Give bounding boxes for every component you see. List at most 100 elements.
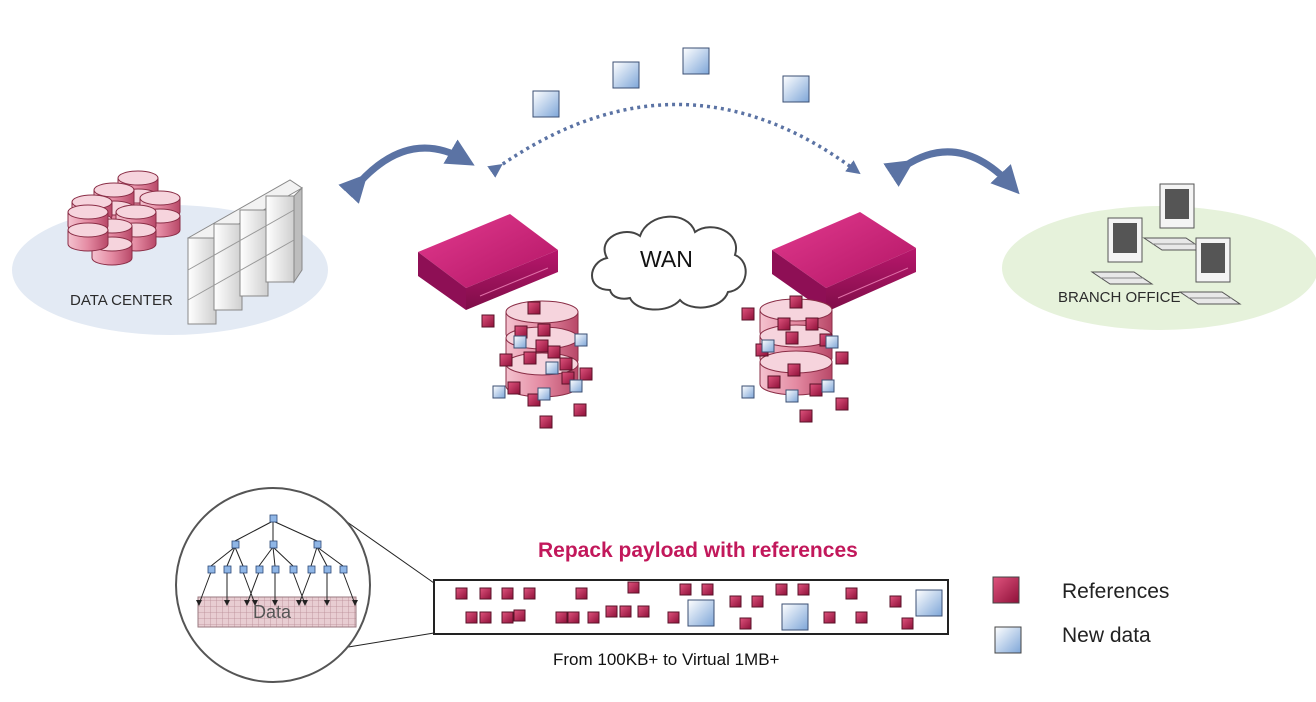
tree-node xyxy=(269,514,278,523)
new-data-block xyxy=(785,389,799,403)
new-data-block xyxy=(532,90,560,118)
reference-block xyxy=(767,375,781,389)
tree-edge xyxy=(272,546,276,567)
reference-block xyxy=(501,611,514,624)
tree-edge xyxy=(198,571,212,605)
new-data-block xyxy=(545,361,559,375)
tree-node xyxy=(239,565,248,574)
new-data-block xyxy=(761,339,775,353)
reference-block xyxy=(567,611,580,624)
tree-arrowhead xyxy=(296,600,302,606)
new-data-block xyxy=(492,385,506,399)
tree-edge xyxy=(316,546,344,567)
reference-block xyxy=(481,314,495,328)
reference-block xyxy=(805,317,819,331)
new-data-block xyxy=(741,385,755,399)
reference-tree xyxy=(196,514,358,606)
reference-block xyxy=(679,583,692,596)
tree-edge xyxy=(342,571,356,605)
legend-references-swatch xyxy=(992,576,1020,604)
reference-block xyxy=(799,409,813,423)
new-data-block xyxy=(682,47,710,75)
tree-node xyxy=(307,565,316,574)
new-data-block xyxy=(612,61,640,89)
reference-block xyxy=(701,583,714,596)
tree-node xyxy=(323,565,332,574)
dotted-wan-arc xyxy=(487,102,861,178)
reference-block xyxy=(637,605,650,618)
database-cylinder xyxy=(67,222,109,252)
reference-block xyxy=(845,587,858,600)
reference-block xyxy=(479,587,492,600)
tree-node xyxy=(255,565,264,574)
tree-edge xyxy=(234,520,274,542)
tree-edge xyxy=(272,546,294,567)
reference-block xyxy=(501,587,514,600)
reference-block xyxy=(741,307,755,321)
reference-block xyxy=(739,617,752,630)
data-label: Data xyxy=(253,602,292,622)
repack-title: Repack payload with references xyxy=(538,539,858,562)
tree-edge xyxy=(310,546,318,567)
reference-block xyxy=(555,611,568,624)
reference-block xyxy=(535,339,549,353)
reference-block xyxy=(627,581,640,594)
new-data-block xyxy=(825,335,839,349)
tree-node xyxy=(223,565,232,574)
data-center xyxy=(12,170,328,335)
payload-size-caption: From 100KB+ to Virtual 1MB+ xyxy=(553,650,780,669)
reference-block xyxy=(835,351,849,365)
reference-block xyxy=(785,331,799,345)
right-curved-arrow xyxy=(883,148,1020,195)
new-data-block xyxy=(782,75,810,103)
left-appliance-icon xyxy=(418,214,558,310)
tree-edge xyxy=(272,520,318,542)
tree-edge xyxy=(292,571,306,605)
reference-block xyxy=(889,595,902,608)
tree-arrowhead xyxy=(302,600,308,606)
tree-arrowhead xyxy=(244,600,250,606)
branch-office-ellipse xyxy=(1002,206,1316,330)
computer-icon xyxy=(1178,237,1242,305)
tree-arrowhead xyxy=(324,600,330,606)
computer-icon xyxy=(1090,183,1242,305)
legend xyxy=(992,576,1022,654)
payload-blocks xyxy=(455,581,943,631)
payload-box xyxy=(433,579,949,635)
tree-arrowhead xyxy=(224,600,230,606)
reference-block xyxy=(809,383,823,397)
tree-edge xyxy=(210,546,236,567)
right-appliance-icon xyxy=(772,212,916,312)
tree-arrowhead xyxy=(252,600,258,606)
tree-node xyxy=(231,540,240,549)
new-data-block xyxy=(821,379,835,393)
reference-block xyxy=(667,611,680,624)
tree-edge xyxy=(226,546,236,567)
reference-block xyxy=(579,367,593,381)
reference-block xyxy=(547,345,561,359)
tree-edge xyxy=(258,546,274,567)
tree-arrowhead xyxy=(196,600,202,606)
reference-block xyxy=(507,381,521,395)
reference-block xyxy=(575,587,588,600)
tree-node xyxy=(269,540,278,549)
tree-node xyxy=(313,540,322,549)
reference-block xyxy=(823,611,836,624)
legend-new-data-label: New data xyxy=(1062,624,1151,647)
reference-block xyxy=(539,415,553,429)
database-stack-icon xyxy=(67,170,181,266)
reference-block xyxy=(559,357,573,371)
reference-block xyxy=(523,587,536,600)
legend-new-data-swatch xyxy=(994,626,1022,654)
tree-node xyxy=(339,565,348,574)
wan-cloud-icon xyxy=(591,215,747,311)
left-curved-arrow xyxy=(338,139,475,204)
reference-block xyxy=(619,605,632,618)
reference-block xyxy=(751,595,764,608)
tree-edge xyxy=(298,571,312,605)
reference-block xyxy=(465,611,478,624)
reference-block xyxy=(729,595,742,608)
reference-block xyxy=(855,611,868,624)
wan-label: WAN xyxy=(640,246,693,272)
